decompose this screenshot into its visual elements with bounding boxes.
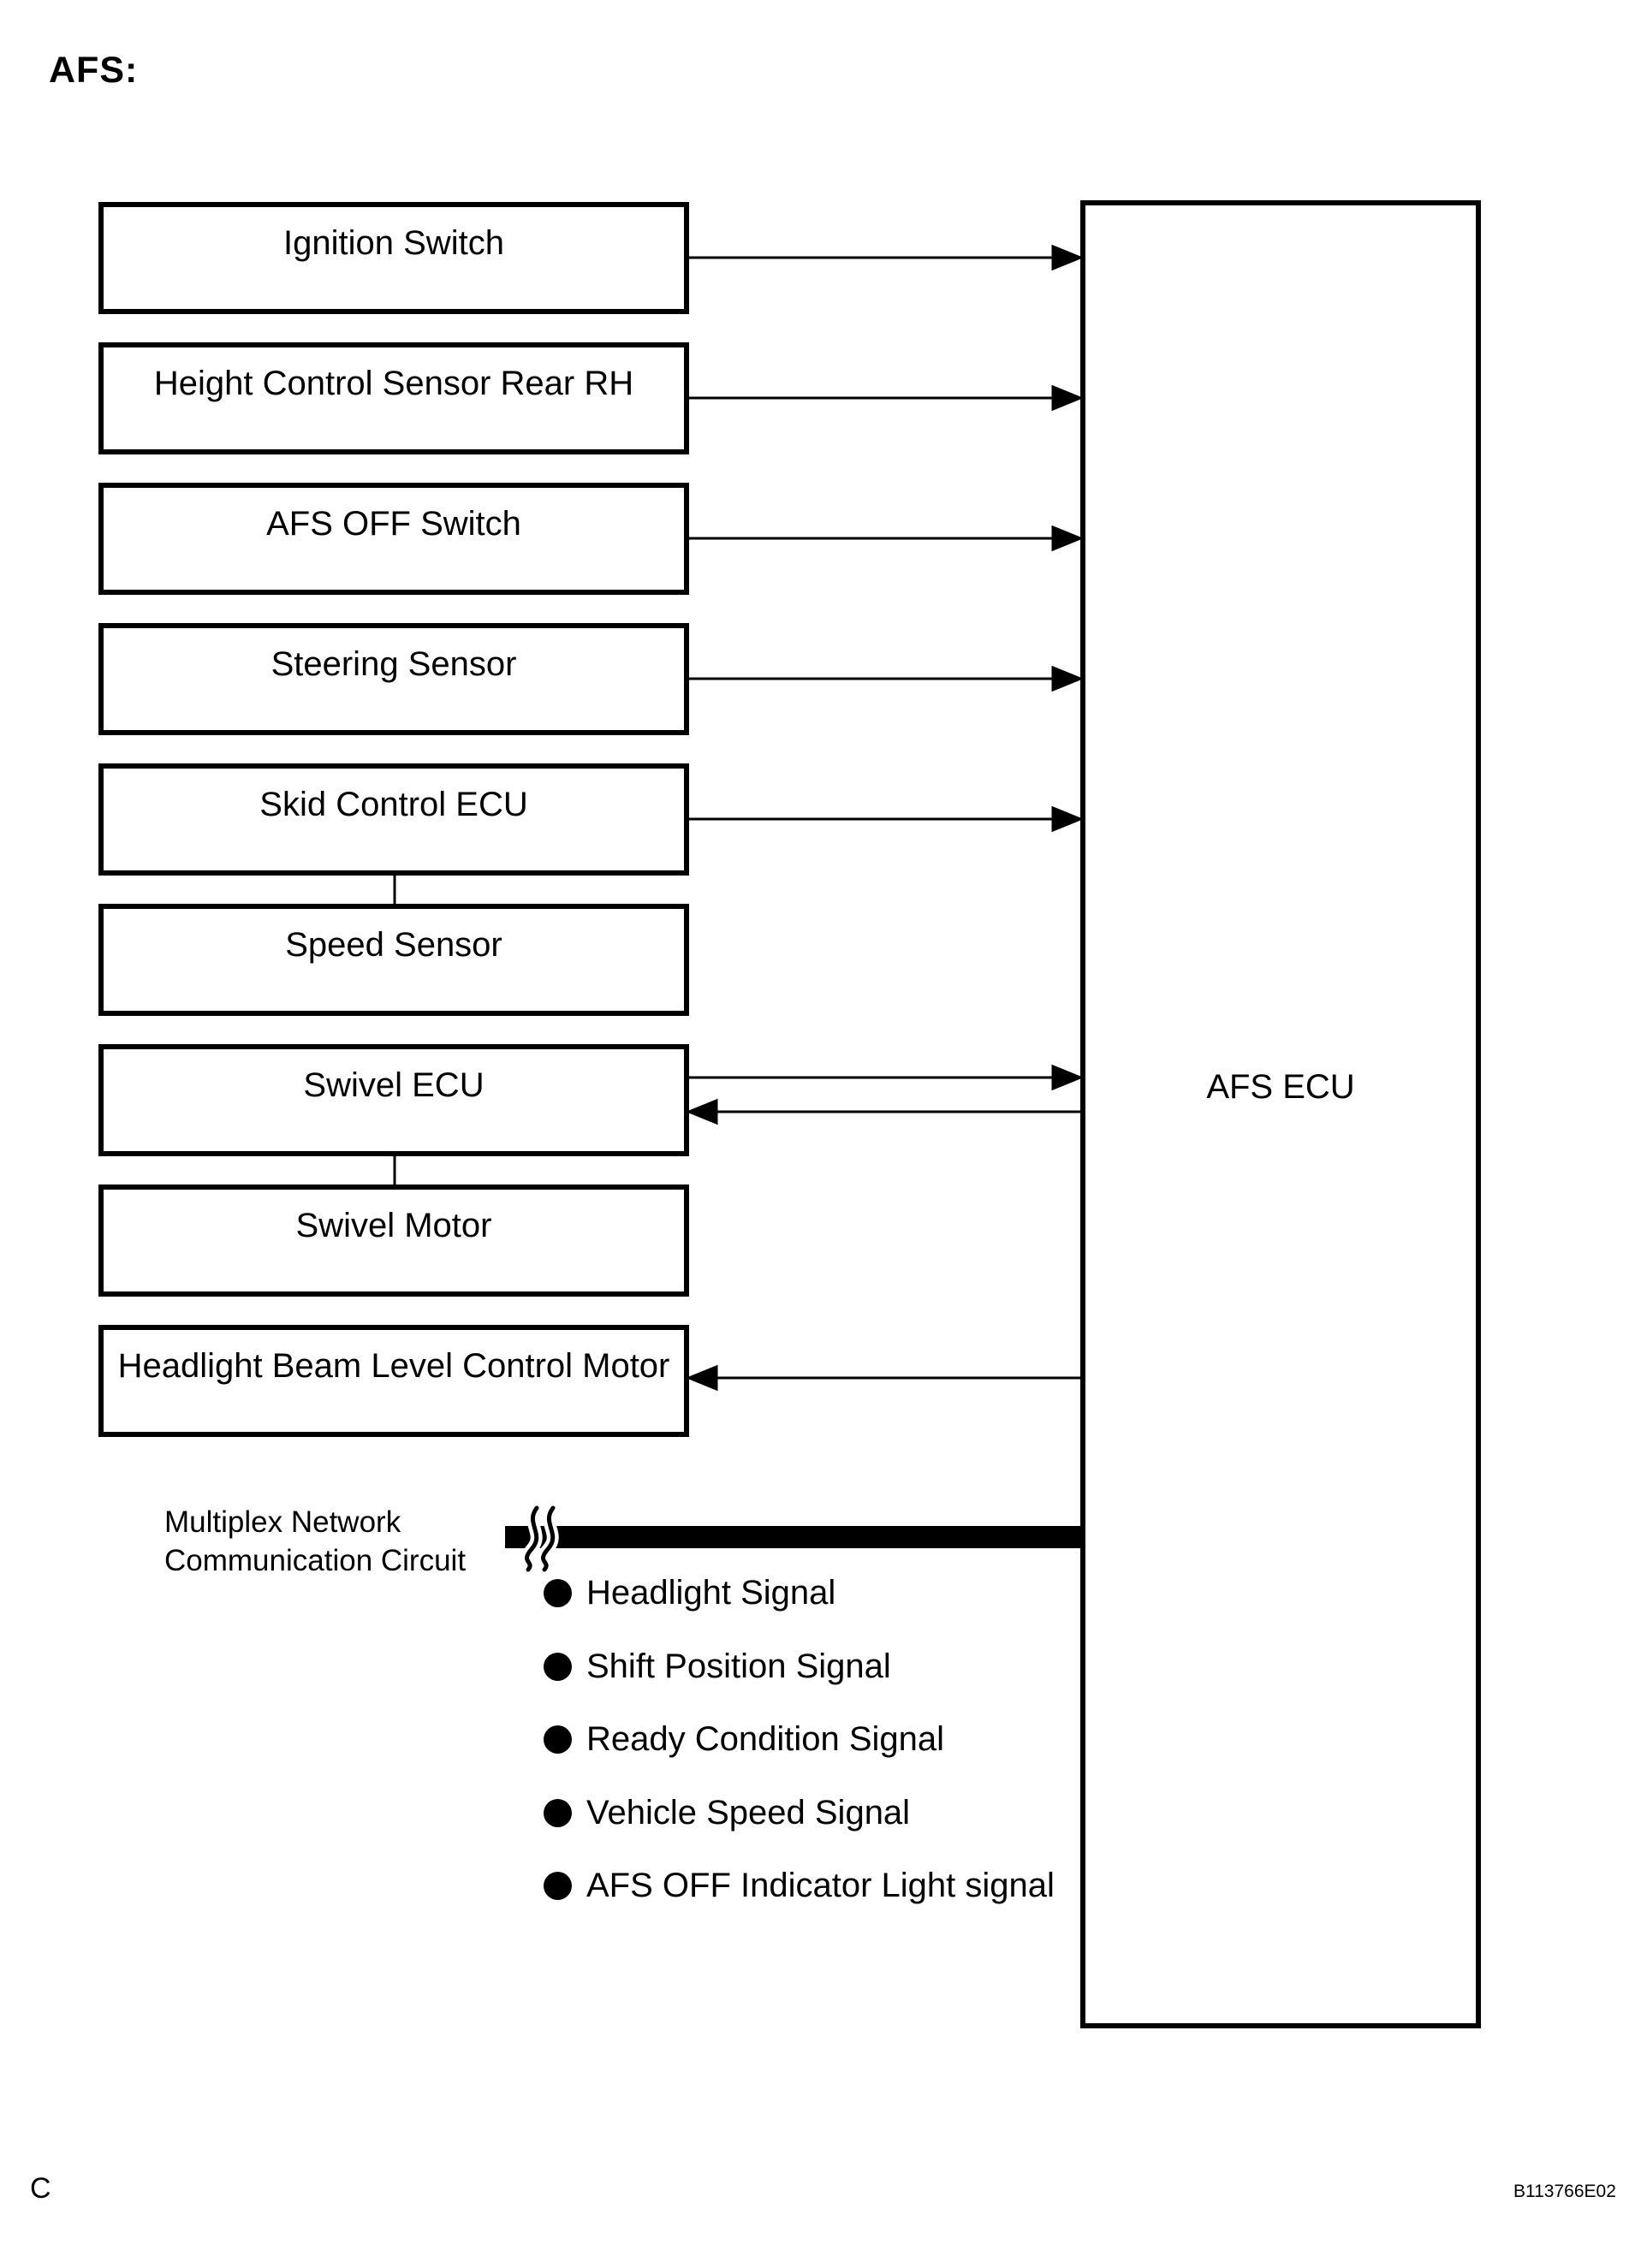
- signal-item-afs-off-indicator: AFS OFF Indicator Light signal: [544, 1868, 1055, 1903]
- multiplex-bus-bar: [505, 1526, 1080, 1548]
- node-label: Headlight Beam Level Control Motor: [117, 1347, 670, 1385]
- node-label: Height Control Sensor Rear RH: [153, 365, 634, 402]
- bullet-dot-icon: [544, 1725, 572, 1754]
- bullet-dot-icon: [544, 1578, 572, 1607]
- signal-label: Headlight Signal: [586, 1574, 836, 1612]
- arrowhead-skid-control-ecu: [1051, 805, 1084, 833]
- arrowhead-height-control-sensor: [1051, 384, 1084, 412]
- signal-item-headlight: Headlight Signal: [544, 1576, 835, 1610]
- node-box-swivel-motor: Swivel Motor: [98, 1184, 689, 1297]
- multiplex-network-label: Multiplex Network Communication Circuit: [164, 1503, 466, 1580]
- node-box-afs-off-switch: AFS OFF Switch: [98, 483, 689, 595]
- multiplex-label-line2: Communication Circuit: [164, 1544, 467, 1577]
- node-label: Swivel ECU: [303, 1066, 485, 1104]
- signal-item-vehicle-speed: Vehicle Speed Signal: [544, 1796, 910, 1830]
- node-box-height-control-sensor: Height Control Sensor Rear RH: [98, 342, 689, 454]
- ecu-box: [1080, 200, 1481, 2028]
- signal-label: AFS OFF Indicator Light signal: [586, 1867, 1055, 1904]
- node-box-beam-level-motor: Headlight Beam Level Control Motor: [98, 1325, 689, 1437]
- node-box-ignition-switch: Ignition Switch: [98, 202, 689, 314]
- arrowhead-ignition-switch: [1051, 244, 1084, 271]
- multiplex-label-line1: Multiplex Network: [164, 1505, 401, 1539]
- bullet-dot-icon: [544, 1871, 572, 1900]
- node-label: Swivel Motor: [295, 1207, 492, 1244]
- signal-item-ready-condition: Ready Condition Signal: [544, 1722, 944, 1756]
- node-label: AFS OFF Switch: [266, 505, 521, 543]
- bus-break-curve-2: [541, 1505, 556, 1572]
- signal-label: Vehicle Speed Signal: [586, 1794, 911, 1832]
- node-box-skid-control-ecu: Skid Control ECU: [98, 763, 689, 876]
- arrowhead-afs-off-switch: [1051, 525, 1084, 552]
- signal-label: Shift Position Signal: [586, 1648, 891, 1685]
- node-label: Steering Sensor: [271, 645, 517, 683]
- page-title: AFS:: [49, 50, 139, 91]
- signal-item-shift-position: Shift Position Signal: [544, 1649, 891, 1683]
- node-label: Ignition Switch: [283, 224, 504, 262]
- signal-label: Ready Condition Signal: [586, 1720, 945, 1758]
- ecu-label: AFS ECU: [1206, 1068, 1355, 1106]
- bus-break-curve-1: [525, 1505, 539, 1572]
- arrowhead-steering-sensor: [1051, 665, 1084, 692]
- bullet-dot-icon: [544, 1652, 572, 1681]
- footer-page-letter: C: [30, 2172, 51, 2205]
- bullet-dot-icon: [544, 1798, 572, 1827]
- node-box-swivel-ecu: Swivel ECU: [98, 1044, 689, 1156]
- arrowhead-swivel-ecu-return: [686, 1098, 718, 1125]
- node-label: Speed Sensor: [285, 926, 502, 964]
- figure-code: B113766E02: [1513, 2182, 1616, 2201]
- node-label: Skid Control ECU: [259, 786, 528, 823]
- bus-break-symbol: [520, 1502, 559, 1576]
- arrowhead-beam-level-motor: [686, 1364, 718, 1392]
- arrowhead-swivel-ecu-out: [1051, 1064, 1084, 1091]
- node-box-speed-sensor: Speed Sensor: [98, 904, 689, 1016]
- node-box-steering-sensor: Steering Sensor: [98, 623, 689, 735]
